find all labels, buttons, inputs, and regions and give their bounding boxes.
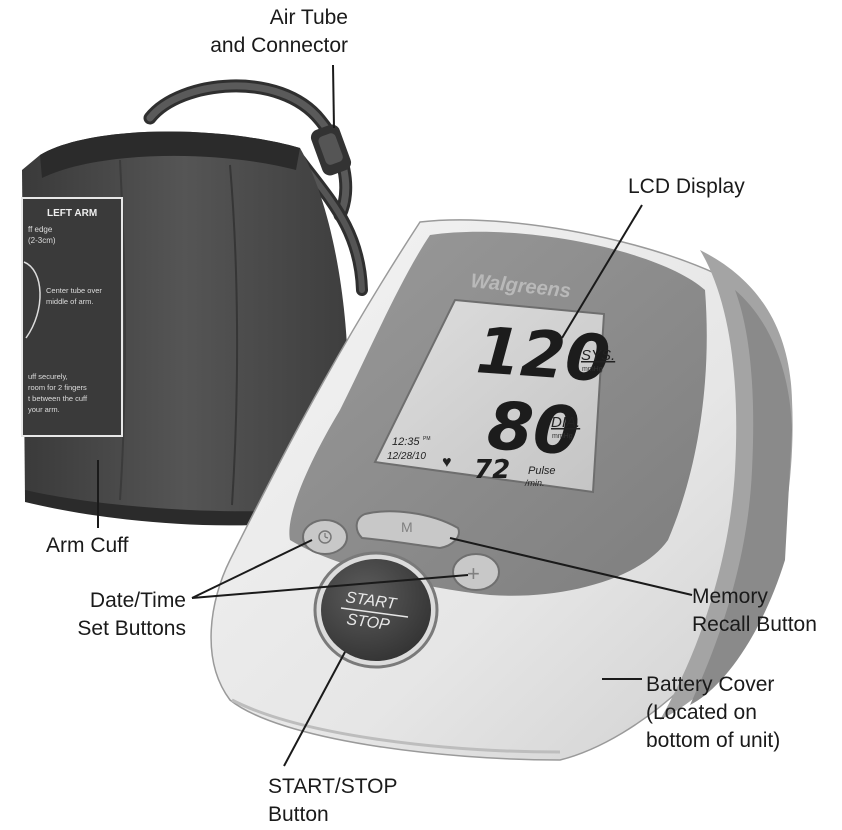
cuff-label-line: uff securely, [28, 372, 68, 381]
callout-date-time-line: Set Buttons [77, 617, 186, 640]
memory-button-label: M [401, 519, 413, 535]
callout-battery-line: (Located on [646, 701, 757, 724]
tube-connector [310, 124, 352, 176]
lcd-dia-label: DIA. [551, 414, 580, 431]
date-time-set-button[interactable] [302, 519, 348, 555]
lcd-pulse: 72 [474, 455, 510, 485]
callout-air-tube: Air Tube and Connector [170, 4, 348, 60]
lcd-diastolic: 80 [485, 387, 582, 470]
callout-memory-line: Recall Button [692, 613, 817, 636]
cuff-label-line: ff edge [28, 225, 53, 234]
leader-line-start-stop [283, 651, 346, 767]
callout-memory-line: Memory [692, 585, 768, 608]
cuff-label-line: middle of arm. [46, 297, 94, 306]
lcd-sys-unit: mmHg [582, 366, 603, 373]
callout-battery-line: bottom of unit) [646, 729, 781, 752]
leader-lines [97, 64, 693, 767]
callout-lcd-display: LCD Display [628, 173, 745, 201]
callout-start-stop: START/STOP Button [268, 773, 398, 829]
plus-button-label: + [467, 561, 480, 586]
callout-battery-line: Battery Cover [646, 673, 775, 696]
cuff-label-line: (2-3cm) [28, 236, 56, 245]
callout-arm-cuff: Arm Cuff [46, 532, 128, 560]
lcd-systolic: 120 [474, 314, 612, 397]
cuff-label-title: LEFT ARM [47, 208, 97, 219]
start-stop-button[interactable]: START STOP [313, 551, 439, 669]
callout-battery: Battery Cover (Located on bottom of unit… [646, 671, 780, 755]
lcd-sys-label: SYS. [581, 347, 615, 364]
lcd-dia-unit: mmHg [552, 433, 573, 440]
callout-lcd-display-text: LCD Display [628, 175, 745, 198]
callout-air-tube-line: Air Tube [269, 6, 348, 29]
memory-recall-button[interactable]: M [355, 510, 460, 550]
leader-line-lcd [561, 204, 643, 339]
cuff-label-line: your arm. [28, 405, 60, 414]
callout-date-time-line: Date/Time [89, 589, 186, 612]
lcd-date: 12/28/10 [387, 451, 426, 462]
leader-line-date-time-2 [191, 574, 469, 599]
leader-line-memory [449, 537, 693, 596]
cuff-label-line: room for 2 fingers [28, 383, 87, 392]
cuff-label-line: t between the cuff [28, 394, 88, 403]
leader-line-date-time-1 [191, 539, 313, 599]
heart-icon: ♥ [442, 454, 452, 471]
clock-icon [318, 530, 332, 544]
callout-date-time: Date/Time Set Buttons [30, 587, 186, 643]
cuff-instruction-label: LEFT ARM ff edge (2-3cm) Center tube ove… [21, 197, 123, 437]
lcd-pulse-label: Pulse [528, 465, 556, 477]
lcd-time: 12:35 [392, 436, 420, 448]
stop-button-label: STOP [345, 611, 391, 634]
lcd-display: 120 SYS. mmHg 80 DIA. mmHg 12:35 PM 12/2… [373, 298, 615, 494]
callout-start-stop-line: START/STOP [268, 775, 398, 798]
cuff-label-line: Center tube over [46, 286, 102, 295]
callout-memory: Memory Recall Button [692, 583, 817, 639]
lcd-time-suffix: PM [423, 436, 431, 442]
callout-air-tube-line: and Connector [210, 34, 348, 57]
callout-arm-cuff-text: Arm Cuff [46, 534, 129, 557]
lcd-pulse-unit: /min. [524, 478, 545, 488]
callout-start-stop-line: Button [268, 803, 329, 826]
plus-button[interactable]: + [452, 553, 500, 591]
leader-line-air-tube [332, 64, 335, 129]
